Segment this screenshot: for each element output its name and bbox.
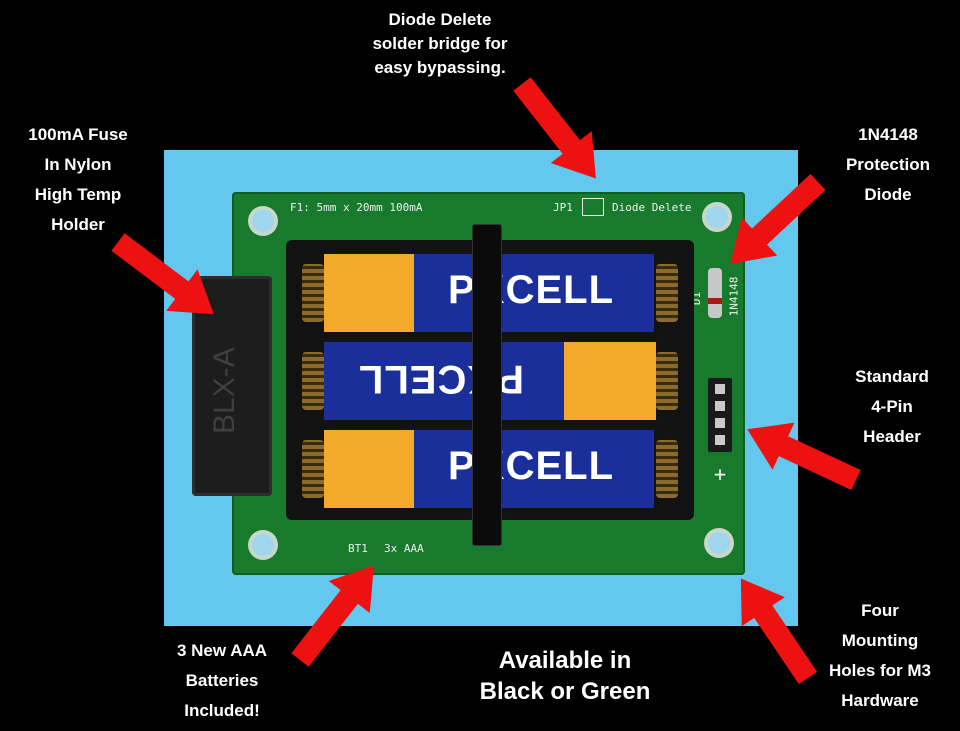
battery-strap bbox=[472, 224, 502, 546]
protection-diode bbox=[708, 268, 722, 318]
silk-jp1-label: JP1 bbox=[553, 201, 573, 214]
battery-cell-middle: PKCELL bbox=[298, 342, 682, 420]
caption-header: Standard 4-Pin Header bbox=[855, 367, 929, 446]
four-pin-header bbox=[708, 378, 732, 452]
caption-protection-diode: 1N4148 Protection Diode bbox=[845, 125, 931, 204]
silk-plus-label: + bbox=[714, 462, 727, 486]
mounting-hole-bottom-right bbox=[708, 532, 730, 554]
silk-battery-label: 3x AAA bbox=[384, 542, 424, 555]
jumper-pad bbox=[582, 198, 604, 216]
mounting-hole-top-right bbox=[706, 206, 728, 228]
fuse-holder-text: BLX-A bbox=[208, 347, 241, 435]
caption-availability: Available in Black or Green bbox=[479, 647, 651, 705]
battery-holder: PKCELL PKCELL PKCELL bbox=[286, 240, 694, 520]
caption-diode-delete: Diode Delete solder bridge for easy bypa… bbox=[372, 10, 508, 77]
battery-cell-top: PKCELL bbox=[298, 254, 682, 332]
mounting-hole-bottom-left bbox=[252, 534, 274, 556]
silk-diode-part-label: 1N4148 bbox=[727, 276, 741, 317]
silk-fuse-label: F1: 5mm x 20mm 100mA bbox=[290, 201, 423, 214]
fuse-holder: BLX-A bbox=[192, 276, 272, 496]
caption-mounting-holes: Four Mounting Holes for M3 Hardware bbox=[828, 601, 932, 710]
caption-batteries: 3 New AAA Batteries Included! bbox=[176, 641, 268, 720]
mounting-hole-top-left bbox=[252, 210, 274, 232]
silk-diode-delete-label: Diode Delete bbox=[612, 201, 692, 214]
silk-bt1-label: BT1 bbox=[348, 542, 368, 555]
caption-fuse: 100mA Fuse In Nylon High Temp Holder bbox=[28, 125, 128, 234]
